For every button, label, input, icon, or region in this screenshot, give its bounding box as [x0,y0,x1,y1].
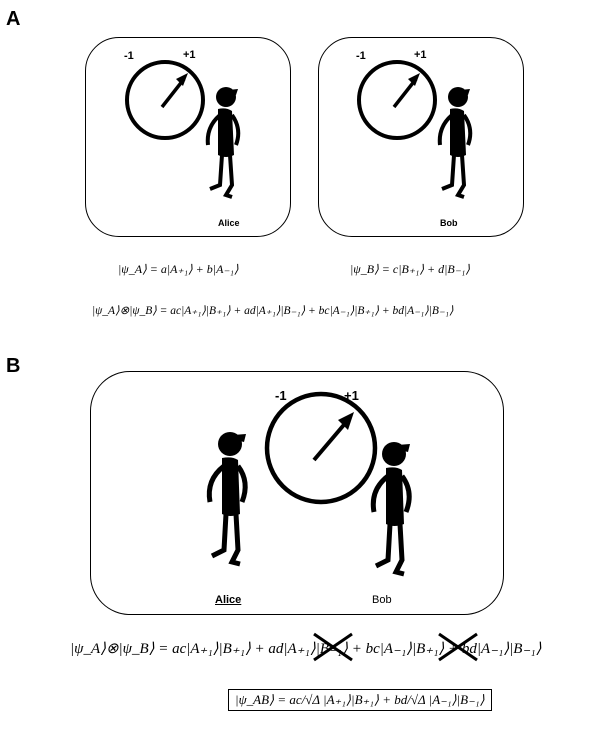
panel-a-label: A [6,8,21,30]
shared-dial-minus-label: -1 [275,388,287,403]
bob-label-b: Bob [372,594,392,606]
alice-label-b: Alice [215,594,242,606]
alice-figure-icon [205,87,241,199]
panel-b-box [90,371,504,615]
shared-dial [264,391,378,505]
shared-dial-plus-label: +1 [344,388,359,403]
bob-dial-plus-label: +1 [414,49,427,61]
cross-out-icon-1 [313,632,353,662]
cross-out-icon-2 [438,632,478,662]
alice-dial [125,60,205,140]
bob-label-a: Bob [440,218,458,228]
panel-b-label: B [6,355,21,377]
bob-dial-minus-label: -1 [356,50,366,62]
bob-figure-icon [437,87,473,199]
alice-dial-plus-label: +1 [183,49,196,61]
alice-figure-b-icon [206,432,248,567]
equation-tensor-product-a: |ψ_A⟩⊗|ψ_B⟩ = ac|A₊₁⟩|B₊₁⟩ + ad|A₊₁⟩|B₋₁… [92,305,454,317]
alice-label-a: Alice [218,218,240,228]
equation-psi-b: |ψ_B⟩ = c|B₊₁⟩ + d|B₋₁⟩ [350,262,470,276]
equation-psi-a: |ψ_A⟩ = a|A₊₁⟩ + b|A₋₁⟩ [118,262,239,276]
alice-dial-minus-label: -1 [124,50,134,62]
equation-tensor-product-b: |ψ_A⟩⊗|ψ_B⟩ = ac|A₊₁⟩|B₊₁⟩ + ad|A₊₁⟩|B₋₁… [70,641,542,657]
equation-collapsed-state: |ψ_AB⟩ = ac/√Δ |A₊₁⟩|B₊₁⟩ + bd/√Δ |A₋₁⟩|… [228,689,492,711]
bob-figure-b-icon [370,442,412,577]
bob-dial [357,60,437,140]
